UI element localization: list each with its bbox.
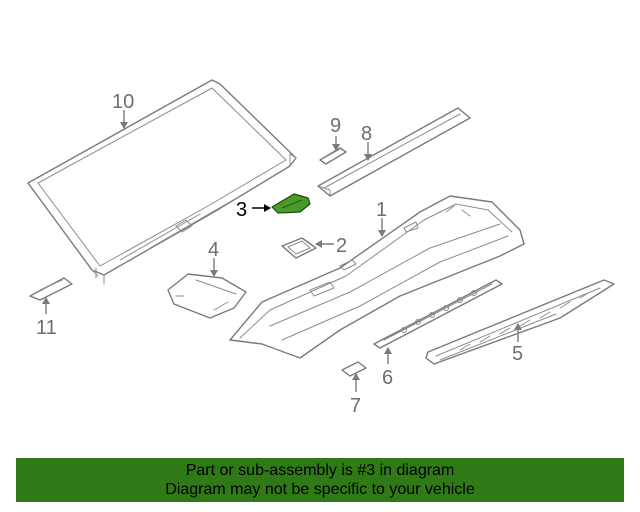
part-9-clip bbox=[319, 147, 347, 165]
part-10-cargo-cover bbox=[27, 79, 297, 285]
label-3: 3 bbox=[236, 199, 247, 221]
part-2-pad bbox=[281, 237, 317, 259]
label-4: 4 bbox=[208, 239, 219, 261]
info-banner: Part or sub-assembly is #3 in diagram Di… bbox=[16, 458, 624, 502]
banner-line-2: Diagram may not be specific to your vehi… bbox=[165, 481, 475, 498]
part-labels: 10 9 8 3 2 1 4 11 5 6 7 bbox=[36, 91, 523, 417]
part-3-highlighted bbox=[271, 193, 311, 214]
label-9: 9 bbox=[330, 115, 341, 137]
label-8: 8 bbox=[361, 123, 372, 145]
label-1: 1 bbox=[376, 199, 387, 221]
label-6: 6 bbox=[382, 367, 393, 389]
part-7-clip bbox=[341, 361, 367, 377]
label-2: 2 bbox=[336, 235, 347, 257]
part-6-perforated-strip bbox=[373, 279, 503, 349]
label-11: 11 bbox=[36, 317, 57, 339]
label-7: 7 bbox=[350, 395, 361, 417]
part-4-side-panel bbox=[167, 273, 247, 319]
label-10: 10 bbox=[112, 91, 134, 113]
label-5: 5 bbox=[512, 343, 523, 365]
part-1-floor-panel bbox=[229, 195, 525, 359]
leader-lines bbox=[42, 110, 522, 392]
banner-line-1: Part or sub-assembly is #3 in diagram bbox=[185, 462, 455, 479]
part-11-bracket bbox=[29, 277, 73, 301]
part-8-trim-strip bbox=[317, 107, 471, 197]
part-5-scuff-plate bbox=[425, 279, 615, 365]
